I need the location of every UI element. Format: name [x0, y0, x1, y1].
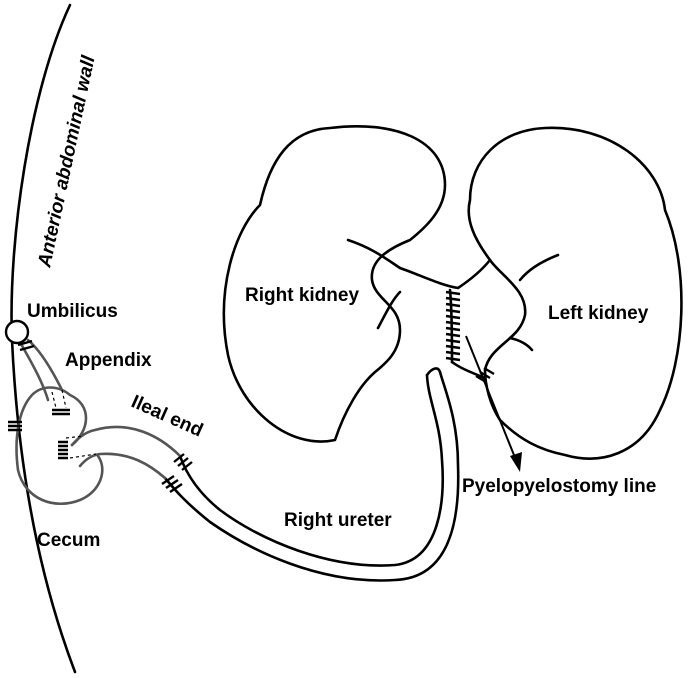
right-ureter-outer: [178, 373, 444, 567]
pelvis-bridge-upper: [398, 258, 492, 290]
pyelopyelostomy-arrow-line: [465, 335, 517, 461]
pelvis-bridge-left-wall: [448, 288, 454, 364]
left-kidney-calyx-upper: [518, 253, 560, 282]
right-ureter-top: [425, 367, 442, 377]
ileal-suture-upper: [173, 453, 193, 471]
right-ureter-inner: [163, 370, 460, 582]
appendix-dashed-1: [51, 391, 57, 409]
label-appendix: Appendix: [65, 350, 152, 371]
wall-suture: [8, 420, 22, 432]
ileal-end-lower: [78, 452, 167, 480]
appendix-upper: [26, 338, 64, 392]
pyelopyelostomy-arrowhead: [510, 452, 522, 472]
ileal-suture-lower: [161, 475, 183, 493]
label-left-kidney: Left kidney: [548, 303, 649, 324]
right-kidney-calyx-lower: [376, 290, 402, 330]
appendix-lower: [18, 340, 50, 402]
pyelopyelostomy-suture: [445, 290, 461, 362]
cecum-stump-suture: [58, 440, 68, 460]
label-pyelopyelostomy-line: Pyelopyelostomy line: [462, 476, 656, 497]
label-abdominal-wall: Anterior abdominal wall: [34, 53, 100, 270]
label-umbilicus: Umbilicus: [27, 301, 118, 322]
left-kidney-outline: [467, 126, 683, 460]
appendix-stump-suture: [52, 408, 70, 416]
label-cecum: Cecum: [37, 530, 100, 551]
label-ileal-end: Ileal end: [128, 391, 206, 441]
umbilicus-circle: [4, 319, 30, 345]
right-kidney-outline: [222, 124, 447, 443]
left-kidney-calyx-lower: [508, 336, 534, 352]
umbilicus-suture: [17, 339, 35, 352]
label-right-kidney: Right kidney: [245, 285, 359, 306]
ileal-end-upper: [70, 425, 182, 458]
label-right-ureter: Right ureter: [284, 510, 392, 531]
right-kidney-calyx-upper: [346, 238, 402, 270]
cecum-dashed-2: [69, 453, 97, 459]
